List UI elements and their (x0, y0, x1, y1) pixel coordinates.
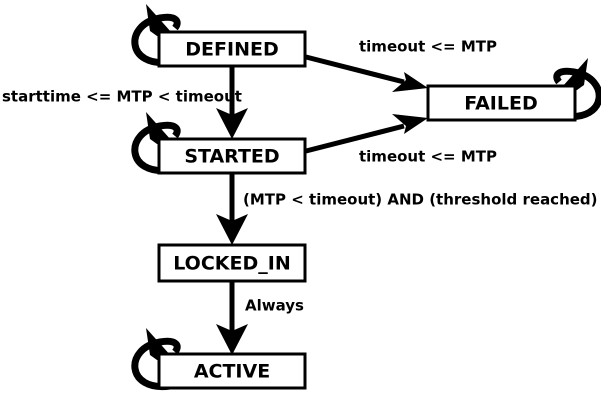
state-box-active[interactable] (157, 352, 307, 390)
state-node-failed[interactable]: FAILED (426, 84, 577, 122)
state-label-defined: DEFINED (185, 39, 278, 61)
state-box-locked-in[interactable] (157, 243, 307, 283)
edge-label-locked-in-to-active: Always (245, 297, 304, 315)
state-label-failed: FAILED (464, 93, 537, 115)
state-box-failed[interactable] (426, 84, 577, 122)
state-box-defined[interactable] (157, 30, 307, 68)
state-label-started: STARTED (184, 146, 279, 168)
edge-started-to-failed[interactable] (305, 114, 428, 154)
arrowhead-defined-to-started (216, 108, 248, 139)
arrowhead-defined-to-failed (392, 72, 428, 92)
edge-defined-to-started[interactable] (216, 66, 248, 139)
edge-started-to-locked-in[interactable] (216, 173, 248, 245)
edge-label-defined-to-failed: timeout <= MTP (359, 38, 497, 56)
edge-label-started-to-failed: timeout <= MTP (359, 148, 497, 166)
state-node-started[interactable]: STARTED (157, 137, 307, 175)
arrowhead-started-to-locked-in (216, 214, 248, 245)
state-box-started[interactable] (157, 137, 307, 175)
arrowhead-started-to-failed (392, 114, 428, 134)
edge-label-defined-to-started: starttime <= MTP < timeout (2, 88, 242, 106)
edge-label-started-to-locked-in: (MTP < timeout) AND (threshold reached) (243, 191, 598, 209)
arrowhead-locked-in-to-active (216, 324, 248, 355)
edge-locked-in-to-active[interactable] (216, 281, 248, 355)
state-node-defined[interactable]: DEFINED (157, 30, 307, 68)
state-label-active: ACTIVE (194, 361, 270, 383)
state-label-locked-in: LOCKED_IN (173, 253, 290, 275)
state-node-locked-in[interactable]: LOCKED_IN (157, 243, 307, 283)
edge-defined-to-failed[interactable] (305, 54, 428, 92)
state-node-active[interactable]: ACTIVE (157, 352, 307, 390)
